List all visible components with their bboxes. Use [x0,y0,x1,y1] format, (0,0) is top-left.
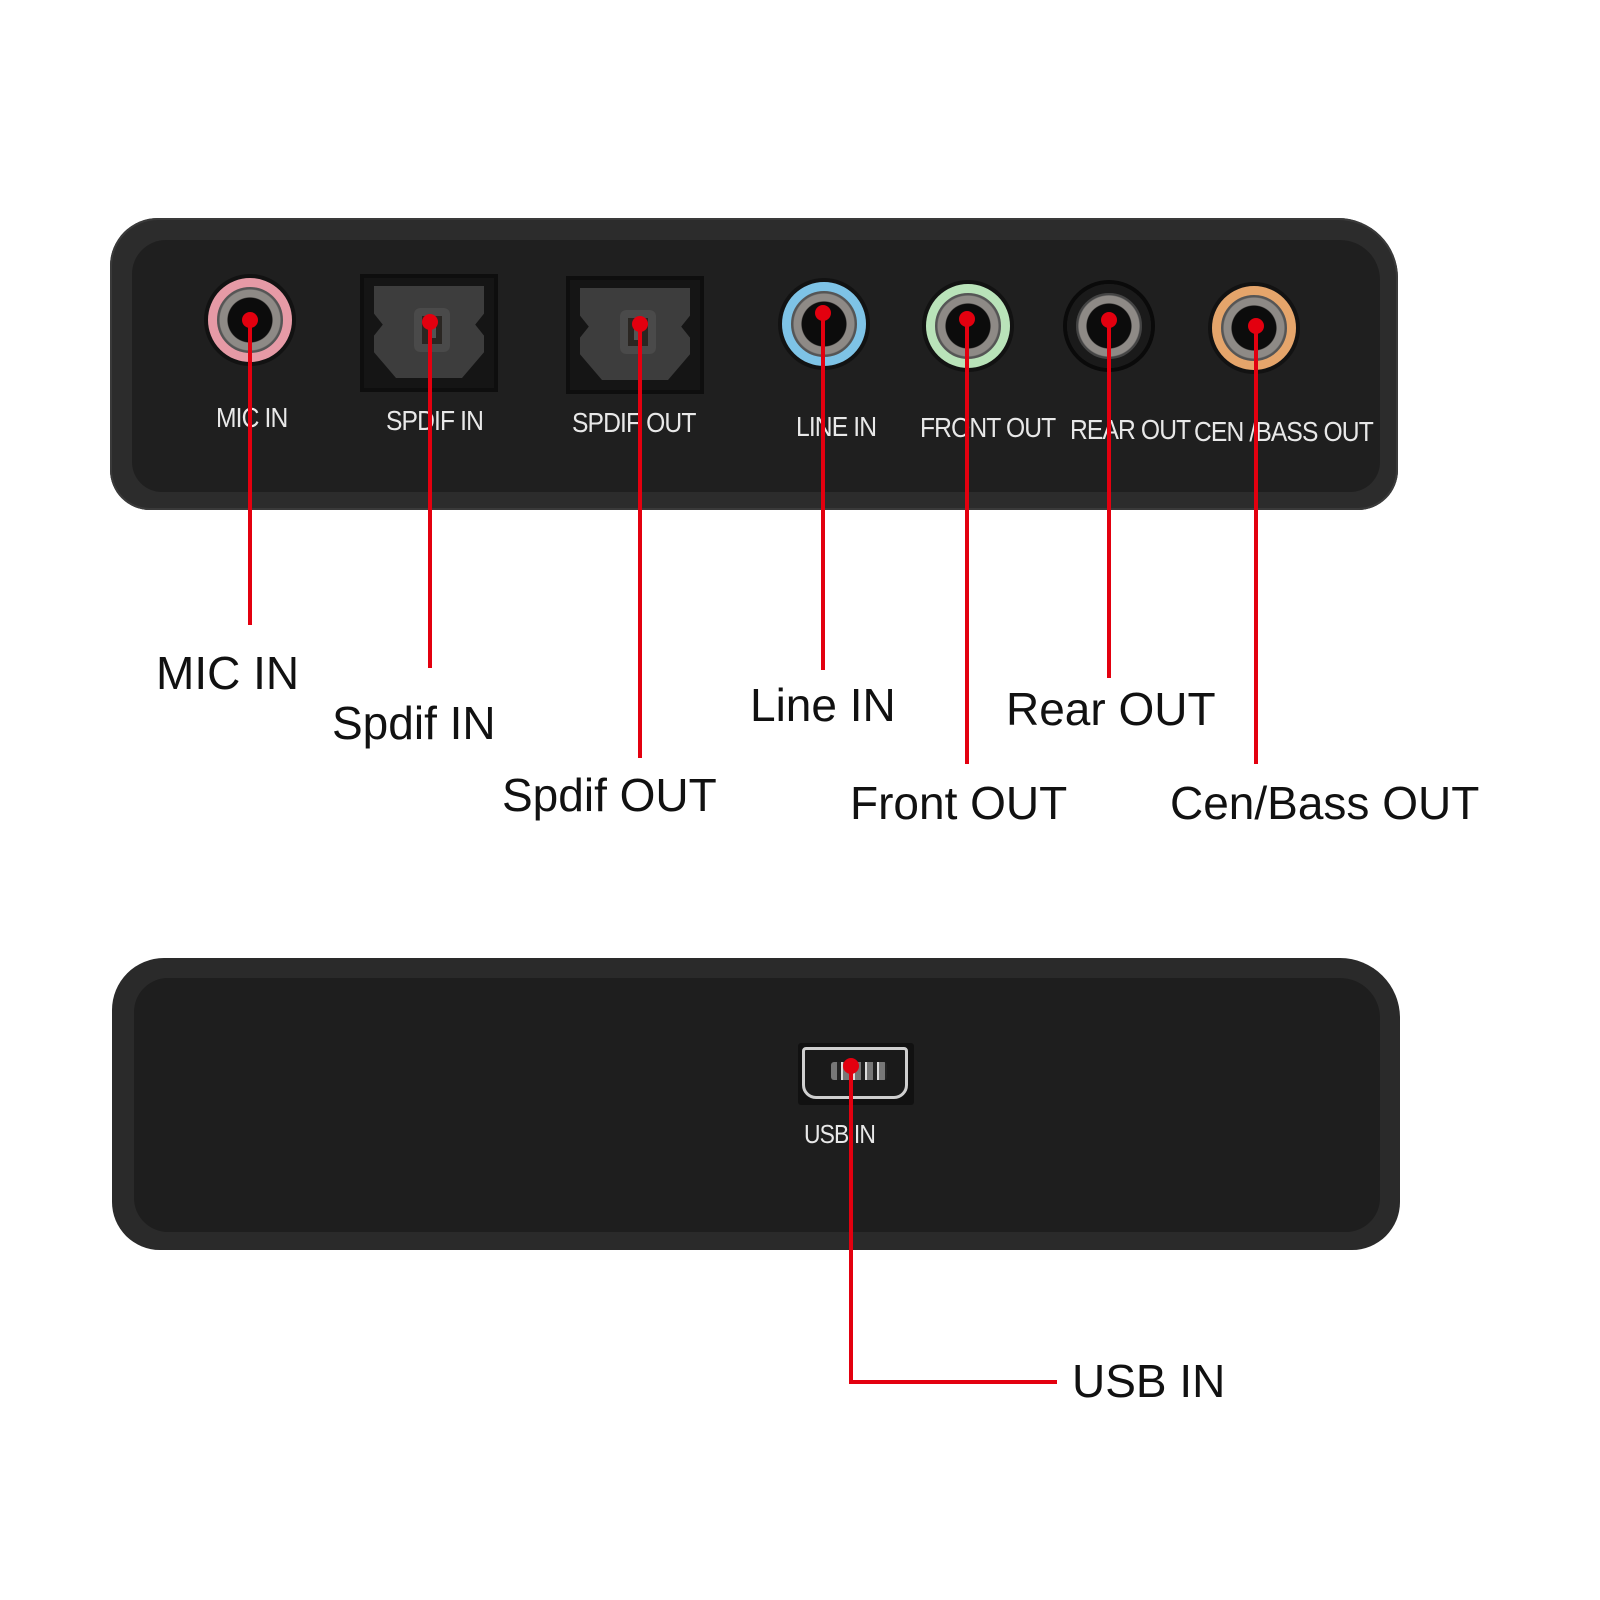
rear-out-callout-line [1107,320,1111,678]
device-bottom-panel-face [134,978,1380,1232]
mini-usb-port-icon [798,1043,914,1105]
spdif-in-callout-line [428,322,432,668]
rear-out-callout-label: Rear OUT [1006,683,1216,735]
device-top-panel-face [132,240,1380,492]
usb-in-callout-line-vertical [849,1066,853,1382]
usb-port-pins [831,1062,887,1080]
front-out-callout-line [965,319,969,764]
front-out-printed-label: FRONT OUT [920,412,1056,443]
spdif-in-printed-label: SPDIF IN [386,405,484,436]
spdif-in-callout-label: Spdif IN [332,697,496,749]
usb-in-printed-label: USB IN [804,1119,876,1149]
cen-bass-out-printed-label: CEN /BASS OUT [1194,416,1374,447]
rear-out-printed-label: REAR OUT [1070,414,1191,445]
spdif-out-callout-label: Spdif OUT [502,769,717,821]
cen-bass-out-callout-line [1254,326,1258,764]
spdif-out-optical-port-icon [566,276,704,394]
cen-bass-out-callout-label: Cen/Bass OUT [1170,777,1480,829]
line-in-callout-line [821,313,825,670]
usb-in-callout-line-horizontal [849,1380,1057,1384]
spdif-out-printed-label: SPDIF OUT [572,407,696,438]
mic-in-callout-line [248,320,252,625]
mic-in-printed-label: MIC IN [216,402,288,433]
line-in-printed-label: LINE IN [796,411,877,442]
usb-in-callout-label: USB IN [1072,1355,1226,1407]
usb-port-shell [802,1047,908,1099]
spdif-out-callout-line [638,324,642,758]
front-out-callout-label: Front OUT [850,777,1068,829]
mic-in-callout-label: MIC IN [156,647,300,699]
line-in-callout-label: Line IN [750,679,896,731]
